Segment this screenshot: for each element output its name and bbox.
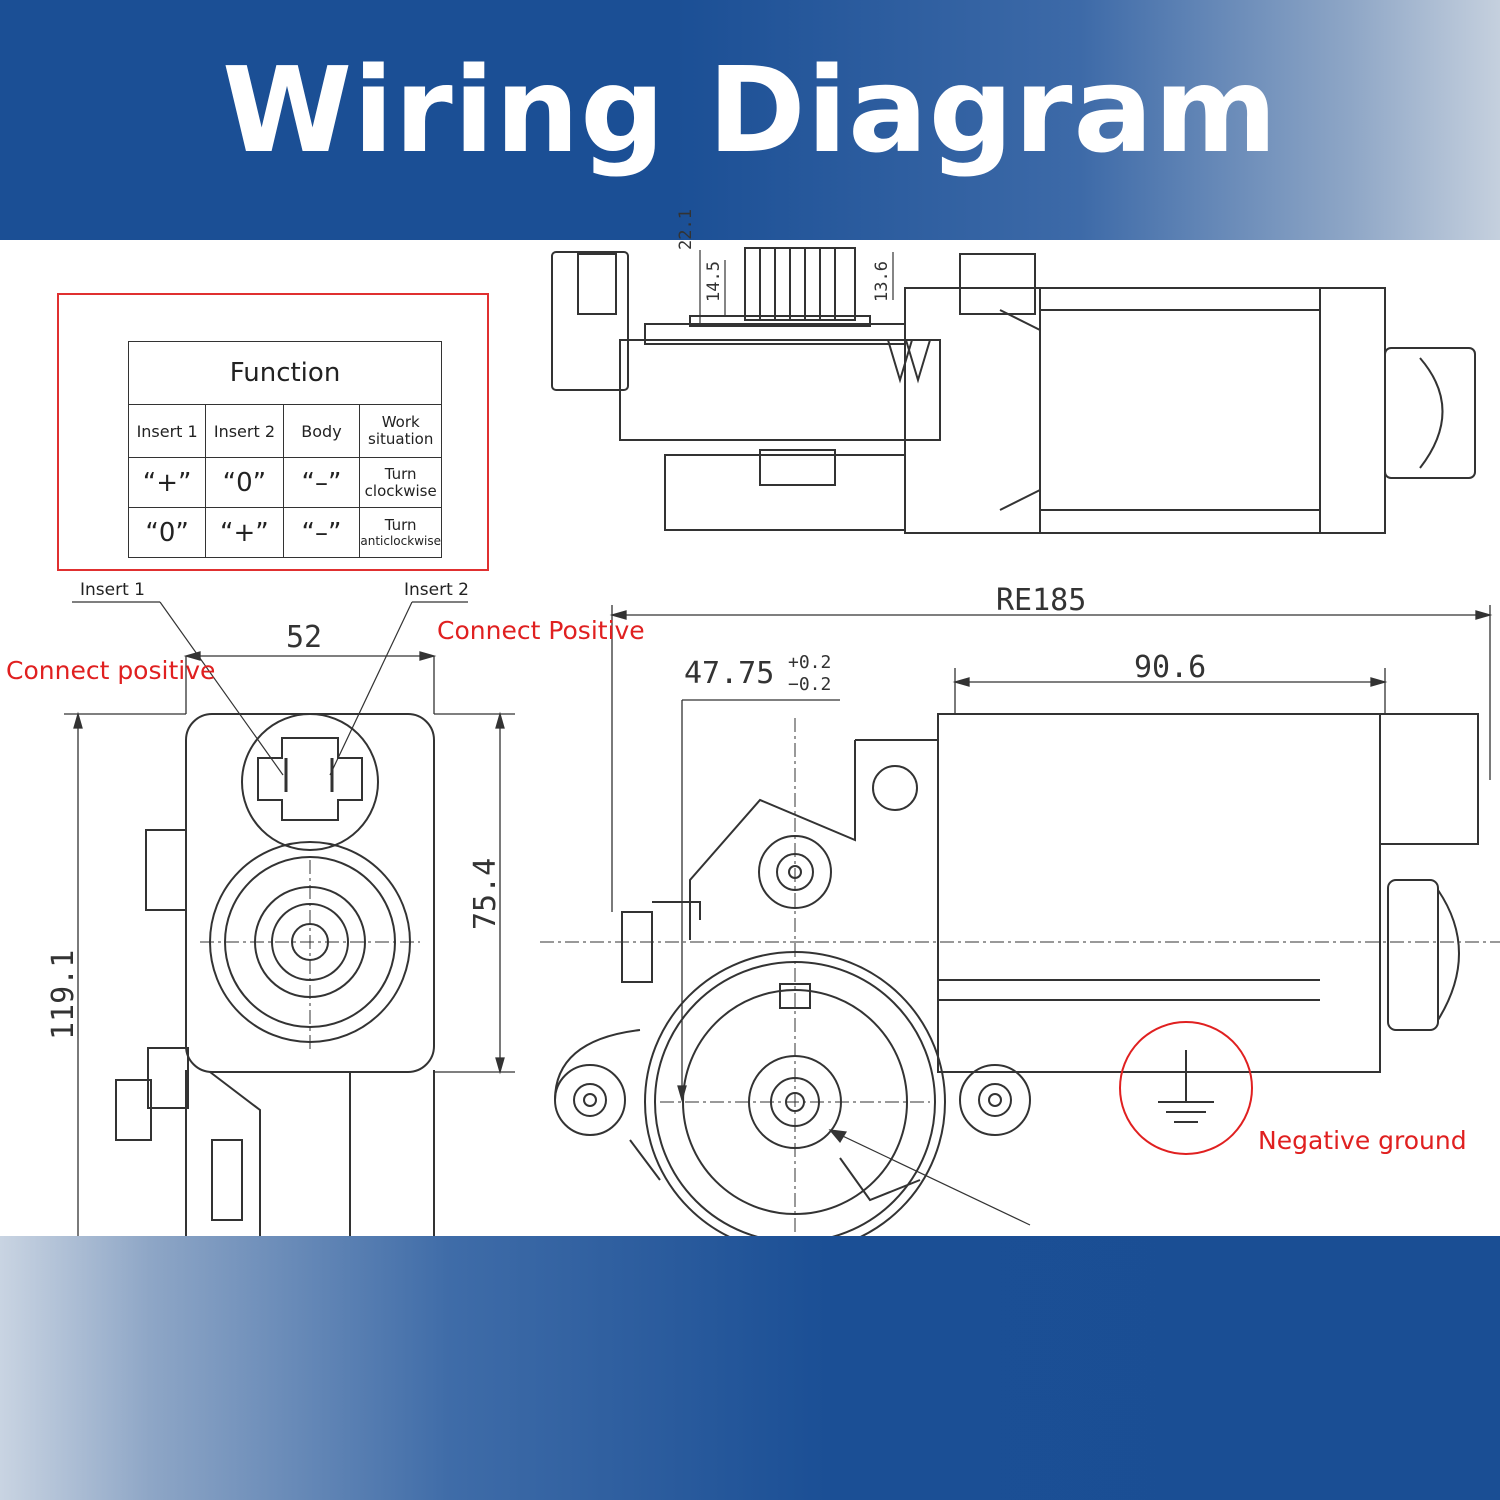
side-centerlines [540, 718, 1500, 1236]
row1-work: Turn clockwise [359, 457, 442, 508]
dim-47-75: 47.75 [684, 656, 775, 691]
header-work-line1: Work [381, 413, 420, 431]
row2-insert1: “0” [127, 507, 207, 558]
dim-13-6: 13.6 [872, 261, 892, 302]
ground-icon [1158, 1050, 1214, 1123]
dim-tolerance-minus: −0.2 [788, 674, 832, 695]
connect-positive-right-label: Connect Positive [437, 616, 645, 645]
header-work-situation: Work situation [359, 404, 442, 458]
motor-drawing-svg [64, 247, 1500, 1253]
dim-14-5: 14.5 [704, 261, 724, 302]
header-insert1: Insert 1 [127, 404, 207, 458]
row1-body: “–” [282, 457, 361, 508]
function-table: Function Insert 1 Insert 2 Body Work sit… [127, 341, 442, 558]
top-dimension-lines [699, 250, 894, 324]
header-insert2: Insert 2 [205, 404, 284, 458]
function-table-title: Function [128, 341, 442, 405]
header-body: Body [282, 404, 361, 458]
technical-drawing [0, 240, 1500, 1253]
row1-insert2: “0” [205, 457, 284, 508]
insert2-label: Insert 2 [404, 580, 469, 600]
header-work-line2: situation [368, 430, 434, 448]
footer-banner [0, 1236, 1500, 1500]
negative-ground-label: Negative ground [1258, 1126, 1467, 1155]
function-table-frame [57, 293, 489, 571]
header-banner [0, 0, 1500, 240]
dim-tolerance-plus: +0.2 [788, 652, 832, 673]
dim-75-4: 75.4 [468, 857, 503, 930]
dim-119-1: 119.1 [46, 949, 81, 1040]
table-row: “0” “+” “–” Turn anticlockwise [127, 507, 442, 558]
dim-22-1: 22.1 [676, 209, 696, 250]
dim-90-6: 90.6 [1134, 650, 1207, 685]
dim-52: 52 [286, 620, 323, 655]
ground-symbol [1119, 1021, 1253, 1155]
row1-work-line2: clockwise [364, 481, 437, 500]
dim-re185: RE185 [996, 583, 1087, 618]
row2-insert2: “+” [205, 507, 284, 558]
row1-insert1: “+” [127, 457, 207, 508]
leader-lines [72, 601, 1031, 1226]
page-title: Wiring Diagram [221, 41, 1279, 179]
row2-body: “–” [282, 507, 361, 558]
top-view [551, 247, 1476, 534]
row2-work-line2: anticlockwise [360, 533, 441, 548]
insert1-label: Insert 1 [80, 580, 145, 600]
row1-work-line1: Turn [384, 464, 417, 483]
row2-work: Turn anticlockwise [359, 507, 442, 558]
front-view [115, 713, 435, 1240]
front-centerlines [200, 860, 420, 1050]
table-row: “+” “0” “–” Turn clockwise [127, 457, 442, 508]
connect-positive-left-label: Connect positive [6, 656, 216, 685]
row2-work-line1: Turn [384, 515, 417, 534]
side-view [554, 713, 1479, 1253]
